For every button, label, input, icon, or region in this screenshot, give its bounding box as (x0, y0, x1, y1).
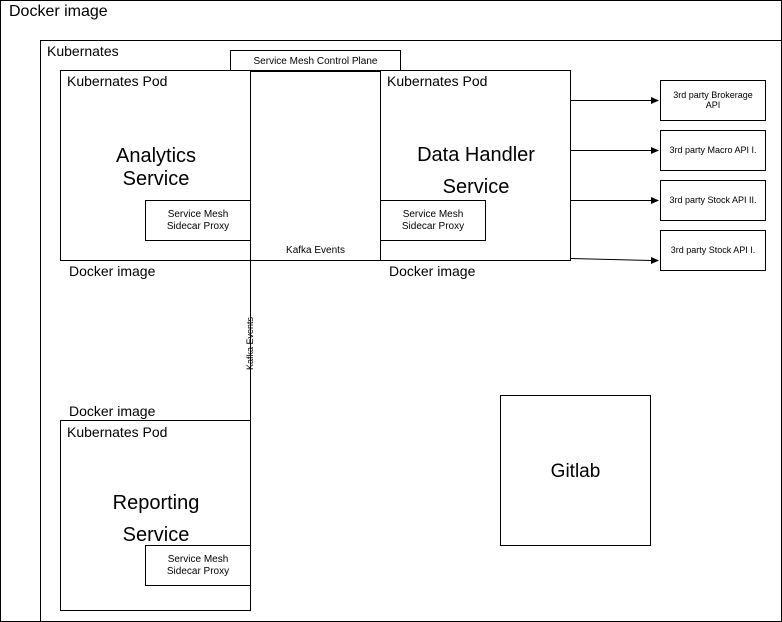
kubernetes-label: Kubernates (47, 43, 119, 59)
analytics-service-title: Analytics Service (115, 145, 197, 190)
reporting-sidecar-label: Service Mesh Sidecar Proxy (166, 554, 230, 577)
kafka-events-vertical-label: Kafka Events (245, 316, 255, 370)
api-macro-label: 3rd party Macro API I. (669, 145, 757, 155)
api-stock-2-label: 3rd party Stock API II. (669, 195, 757, 205)
api-stock-1: 3rd party Stock API I. (660, 230, 766, 271)
data-handler-pod-label: Kubernates Pod (387, 73, 488, 89)
control-plane-label: Service Mesh Control Plane (253, 56, 378, 67)
reporting-docker-label: Docker image (69, 403, 156, 419)
api-brokerage-label: 3rd party Brokerage API (673, 90, 753, 111)
kafka-events-label: Kafka Events (286, 245, 345, 256)
reporting-sidecar-proxy: Service Mesh Sidecar Proxy (145, 545, 251, 586)
analytics-pod-label: Kubernates Pod (67, 73, 168, 89)
data-handler-service-title: Data Handler Service (417, 144, 535, 198)
api-stock-2: 3rd party Stock API II. (660, 180, 766, 221)
outer-docker-label: Docker image (9, 3, 108, 20)
data-handler-sidecar-label: Service Mesh Sidecar Proxy (401, 209, 465, 232)
api-stock-1-label: 3rd party Stock API I. (670, 245, 756, 255)
reporting-pod-label: Kubernates Pod (67, 424, 168, 440)
reporting-service-title: Reporting Service (112, 492, 200, 546)
data-handler-sidecar-proxy: Service Mesh Sidecar Proxy (380, 200, 486, 241)
data-handler-docker-label: Docker image (389, 263, 476, 279)
analytics-sidecar-label: Service Mesh Sidecar Proxy (166, 209, 230, 232)
api-brokerage: 3rd party Brokerage API (660, 80, 766, 121)
service-mesh-control-plane: Service Mesh Control Plane (230, 50, 401, 72)
gitlab: Gitlab (500, 395, 651, 546)
analytics-sidecar-proxy: Service Mesh Sidecar Proxy (145, 200, 251, 241)
gitlab-label: Gitlab (550, 461, 601, 482)
analytics-docker-label: Docker image (69, 263, 156, 279)
api-macro: 3rd party Macro API I. (660, 130, 766, 171)
